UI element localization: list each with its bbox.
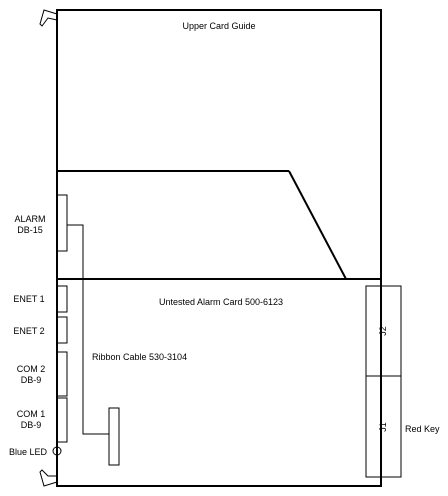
com2-db9-connector bbox=[56, 351, 68, 397]
enet1-connector bbox=[56, 285, 68, 313]
card-guide-ramp bbox=[288, 170, 347, 280]
enet1-label: ENET 1 bbox=[13, 294, 44, 304]
enet2-label: ENET 2 bbox=[13, 326, 44, 336]
red-key-label: Red Key bbox=[405, 424, 440, 434]
com1-db9-connector bbox=[56, 397, 68, 443]
ribbon-cable-line bbox=[67, 224, 109, 435]
bottom-ejector-latch bbox=[39, 469, 58, 487]
com1-label-line2: DB-9 bbox=[21, 420, 42, 430]
ribbon-cable-header bbox=[108, 407, 120, 466]
com2-label-line2: DB-9 bbox=[21, 375, 42, 385]
j2-label: J2 bbox=[378, 326, 388, 336]
ribbon-cable-label: Ribbon Cable 530-3104 bbox=[92, 352, 187, 362]
chassis-outline bbox=[56, 9, 382, 487]
alarm-db15-connector bbox=[56, 194, 68, 252]
j1-connector bbox=[365, 375, 402, 478]
alarm-card-label: Untested Alarm Card 500-6123 bbox=[159, 297, 283, 307]
alarm-label-line1: ALARM bbox=[14, 214, 45, 224]
j1-label: J1 bbox=[378, 422, 388, 432]
alarm-label-line2: DB-15 bbox=[17, 225, 43, 235]
com2-label-line1: COM 2 bbox=[17, 364, 46, 374]
com1-label-line1: COM 1 bbox=[17, 409, 46, 419]
enet2-connector bbox=[56, 316, 68, 344]
blue-led-indicator bbox=[52, 446, 62, 456]
upper-card-guide-label: Upper Card Guide bbox=[182, 21, 255, 31]
blue-led-label: Blue LED bbox=[9, 447, 48, 457]
top-ejector-latch bbox=[39, 9, 58, 27]
